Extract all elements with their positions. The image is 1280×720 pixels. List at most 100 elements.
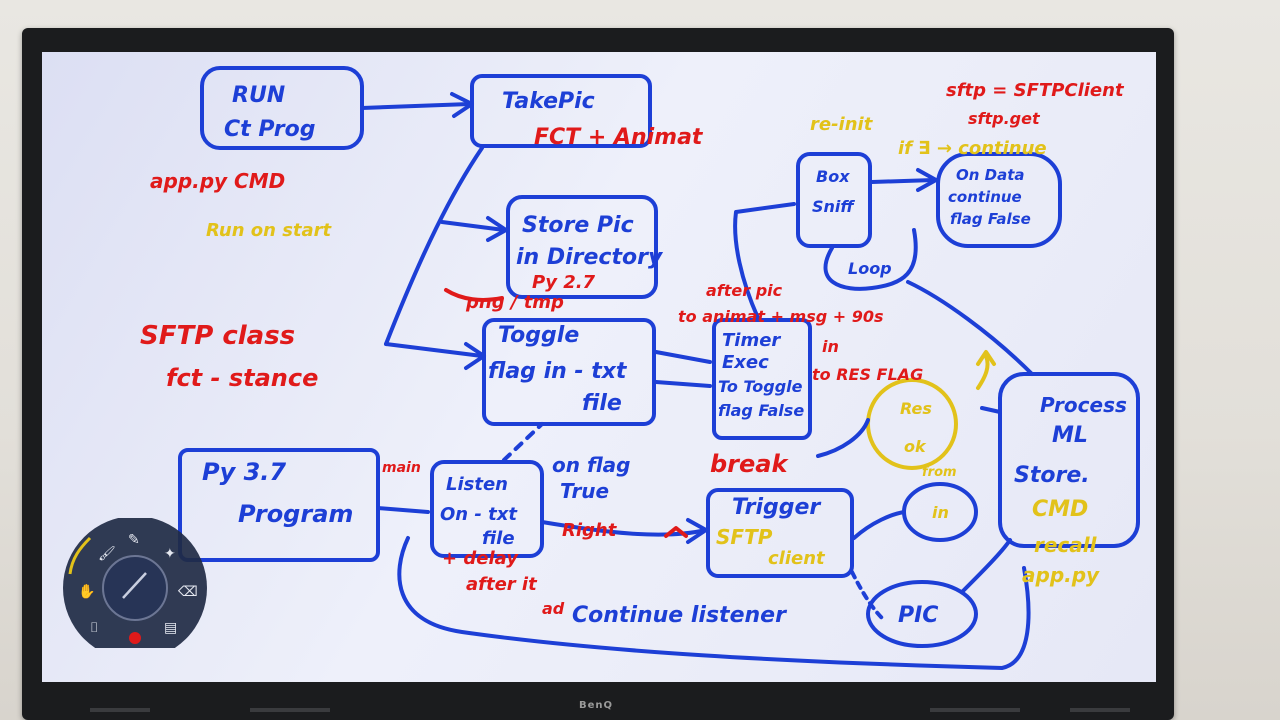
- reset-flag-2: to RES FLAG: [812, 365, 923, 384]
- from-in-2: in: [932, 503, 949, 522]
- ondata-box: [936, 152, 1062, 248]
- takepic-box: [470, 74, 652, 148]
- delay-1: + delay: [442, 548, 519, 569]
- py27-note: Py 2.7: [532, 272, 596, 293]
- boxsniff-label-1: Box: [816, 167, 850, 186]
- res-line: [816, 418, 870, 458]
- dashed-listener-toggle: [502, 422, 544, 462]
- reset-flag-1: in: [822, 337, 839, 356]
- arrow-toggle-timer: [654, 350, 712, 364]
- delay-3: ad: [542, 599, 565, 618]
- trigger-from: [852, 510, 906, 540]
- py37-label-1: Py 3.7: [202, 458, 286, 486]
- after-pic-2: to animat + msg + 90s: [678, 307, 884, 326]
- reinit-note: re-init: [810, 114, 874, 135]
- pic-ellipse: [866, 580, 978, 648]
- pen-icon[interactable]: ✎: [128, 532, 140, 548]
- png-note: png / tmp: [465, 292, 564, 313]
- sftp-client-1: sftp = SFTPClient: [946, 80, 1125, 101]
- arrow-listener-trigger: [540, 520, 708, 537]
- process-label-3: Store.: [1014, 463, 1090, 488]
- run-on-start: Run on start: [206, 220, 333, 241]
- whiteboard-drawing: RUN Ct Prog TakePic Store Pic in Directo…: [140, 66, 1140, 670]
- recall-2: app.py: [1022, 563, 1100, 587]
- trigger-label-1: Trigger: [732, 495, 821, 520]
- pic-label: PIC: [898, 603, 938, 628]
- bottom-loop: [397, 536, 1031, 670]
- listener-label-1: Listen: [446, 474, 508, 495]
- toolbox-icon[interactable]: ▤: [164, 620, 177, 636]
- pic-process: [960, 538, 1012, 594]
- ok-label: ok: [904, 437, 927, 456]
- continue-listener: Continue listener: [572, 603, 787, 628]
- run-label-2: Ct Prog: [224, 117, 315, 142]
- arrow-run-takepic: [360, 102, 472, 110]
- process-cmd: CMD: [1032, 497, 1088, 522]
- sftp-client-2: sftp.get: [968, 109, 1041, 128]
- eraser-icon[interactable]: ⌫: [178, 584, 198, 600]
- ondata-label-1: On Data: [956, 166, 1025, 184]
- after-pic-1: after pic: [706, 281, 783, 300]
- res-label: Res: [900, 399, 932, 418]
- listener-label-2: On - txt: [440, 504, 518, 525]
- boxsniff-ondata: [870, 178, 936, 184]
- storepic-label-1: Store Pic: [522, 213, 634, 238]
- sftp-class-2: fct - stance: [166, 364, 318, 392]
- monitor-brand-logo: BenQ: [578, 700, 614, 711]
- ondata-label-3: flag False: [950, 210, 1031, 228]
- if-exists-note: if ∃ → continue: [898, 138, 1047, 159]
- process-loop: [906, 280, 1034, 376]
- trigger-label-2: SFTP: [716, 525, 773, 549]
- listener-box: [430, 460, 544, 558]
- boxsniff-box: [796, 152, 872, 248]
- boxsniff-label-2: Sniff: [812, 197, 855, 216]
- camera-icon[interactable]: ⌷: [90, 620, 98, 636]
- timer-label-3: To Toggle: [718, 377, 803, 396]
- hand-icon[interactable]: ✋: [78, 583, 95, 600]
- sftp-class-1: SFTP class: [140, 321, 295, 351]
- main-note: main: [382, 460, 421, 476]
- listener-label-3: file: [482, 528, 515, 549]
- toggle-box: [482, 318, 656, 426]
- loop-curve: [823, 228, 918, 291]
- storepic-label-2: in Directory: [516, 245, 664, 270]
- trigger-pic: [850, 570, 884, 620]
- appcmd-note: app.py CMD: [150, 169, 285, 193]
- trigger-box: [706, 488, 854, 578]
- brush-icon[interactable]: 🖌: [98, 545, 116, 562]
- record-icon[interactable]: [129, 632, 141, 644]
- arrow-takepic-store: [384, 146, 484, 346]
- delay-2: after it: [466, 574, 538, 595]
- right-note: Right: [562, 520, 618, 541]
- magic-wand-icon[interactable]: ✦: [164, 546, 176, 562]
- toggle-label-2: flag in - txt: [488, 359, 628, 384]
- loop-label: Loop: [848, 259, 892, 278]
- whiteboard-screen: RUN Ct Prog TakePic Store Pic in Directo…: [42, 52, 1156, 682]
- process-box: [998, 372, 1140, 548]
- yellow-arrow-up: [976, 354, 990, 390]
- trigger-label-3: client: [768, 548, 826, 569]
- arrow-py-listener: [376, 506, 430, 514]
- bezel-buttons: [90, 708, 1130, 712]
- timer-label-4: flag False: [718, 401, 804, 420]
- timer-boxsniff: [733, 202, 796, 320]
- whiteboard-toolbar[interactable]: ✎ 🖌 ✦ ✋ ⌫ ⌷ ▤: [60, 518, 210, 648]
- toggle-label-1: Toggle: [498, 323, 579, 348]
- process-label-2: ML: [1052, 423, 1088, 448]
- py37-label-2: Program: [238, 500, 353, 528]
- timer-label-2: Exec: [722, 352, 769, 373]
- timer-label-1: Timer: [722, 330, 781, 351]
- on-flag-1: on flag: [552, 453, 631, 477]
- run-label-1: RUN: [232, 83, 285, 108]
- takepic-label: TakePic: [502, 89, 595, 114]
- toggle-label-3: file: [582, 391, 622, 416]
- break-note: break: [710, 450, 789, 478]
- recall-1: recall: [1034, 533, 1098, 557]
- on-flag-2: True: [560, 479, 609, 503]
- process-label-1: Process: [1040, 393, 1127, 417]
- timer-box: [712, 318, 812, 440]
- ondata-label-2: continue: [948, 188, 1022, 206]
- storepic-box: [506, 195, 658, 299]
- py37-box: [178, 448, 380, 562]
- from-in-1: from: [922, 465, 957, 480]
